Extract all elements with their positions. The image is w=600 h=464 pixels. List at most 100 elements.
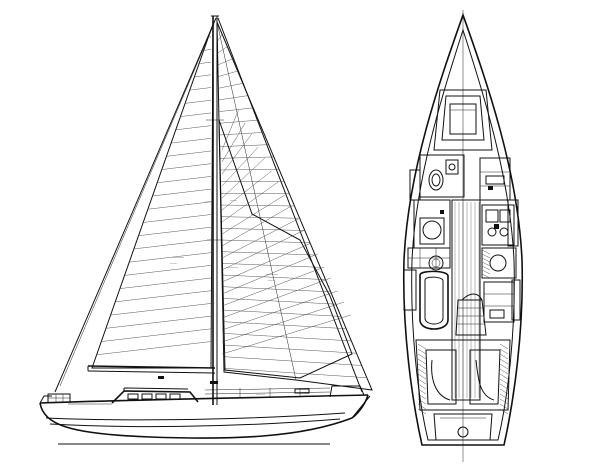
seam-line [499,363,509,370]
seam-line [143,214,212,223]
seam-line [222,309,342,317]
seam-line [147,201,212,210]
seam-line [417,343,427,350]
seam-line [180,112,212,117]
lockers-fwd [479,157,511,201]
forestay [54,17,217,393]
seam-line [499,368,509,375]
seam-line [499,373,509,380]
svg-text:———: ——— [172,254,184,259]
seam-line [481,253,491,259]
seam-line [101,328,212,342]
seam-line [221,301,345,343]
heads [419,154,465,198]
staysail [218,109,353,379]
seam-line [221,229,305,271]
seam-line [481,273,491,279]
svg-text:~~~: ~~~ [170,261,178,266]
seam-line [221,242,312,283]
seam-line [105,315,212,329]
seam-line [417,353,427,360]
galley [481,204,517,279]
seam-line [417,403,427,410]
svg-text:~~~: ~~~ [230,198,238,203]
seam-line [221,266,325,307]
seam-line [221,314,351,355]
seam-line [499,383,509,390]
backstay [217,17,363,393]
seam-line [417,348,427,355]
seam-line [218,107,254,112]
seam-line [417,408,427,415]
bow-pulpit [47,393,71,403]
seam-line [199,61,212,64]
svg-text:———: ——— [226,264,238,269]
seam-line [175,125,212,131]
sail-annotations: ——— ~~~ ——— ——— ~~~ ~~~ ~~~ [170,198,278,283]
seam-line [221,133,252,175]
sail-plan: ——— ~~~ ——— ——— ~~~ ~~~ ~~~ [39,15,373,445]
seam-line [221,146,259,187]
seam-line [499,343,509,350]
seam-line [499,408,509,415]
seam-line [219,132,264,136]
seam-line [152,188,212,197]
svg-text:———: ——— [266,271,278,276]
companionway [455,293,487,336]
seam-line [221,251,316,256]
aft-cabin [415,339,511,415]
seam-line [221,181,279,223]
nav-station [483,281,515,323]
seam-line [221,277,331,319]
seam-line [499,348,509,355]
seam-line [499,358,509,365]
boom [87,365,216,374]
seam-line [481,249,491,255]
seam-line [417,368,427,375]
seam-line [208,36,212,38]
seam-line [499,403,509,410]
seam-line [481,261,491,267]
seam-line [221,218,299,259]
seam-line [221,194,285,235]
deck-outline [402,12,524,446]
svg-text:~~~: ~~~ [205,199,213,204]
seam-line [417,393,427,400]
seam-line [417,378,427,385]
port-settee [407,199,451,269]
seam-line [96,341,212,355]
seam-line [221,205,292,247]
seam-line [417,398,427,405]
seam-line [221,263,321,268]
seam-line [157,176,212,183]
seam-line [194,74,212,78]
seam-line [166,150,212,157]
seam-line [417,363,427,370]
seam-line [221,239,311,244]
seam-line [171,138,212,144]
seam-line [218,119,259,124]
seam-line [417,388,427,395]
seam-line [161,163,212,170]
seam-line [219,144,269,147]
seam-line [223,344,357,354]
seam-line [481,265,491,271]
cabinetry [403,169,521,321]
seam-line [110,303,212,316]
seam-line [189,87,212,91]
seam-line [417,383,427,390]
seam-line [221,253,318,295]
seam-line [185,99,212,104]
seam-line [417,373,427,380]
dinette-table [419,255,449,330]
seam-line [220,216,300,219]
deckhouse [68,387,199,405]
seam-line [221,274,326,280]
seam-line [115,290,212,303]
seam-line [129,252,212,263]
seam-line [223,356,362,366]
seam-line [417,358,427,365]
seam-line [221,290,338,331]
